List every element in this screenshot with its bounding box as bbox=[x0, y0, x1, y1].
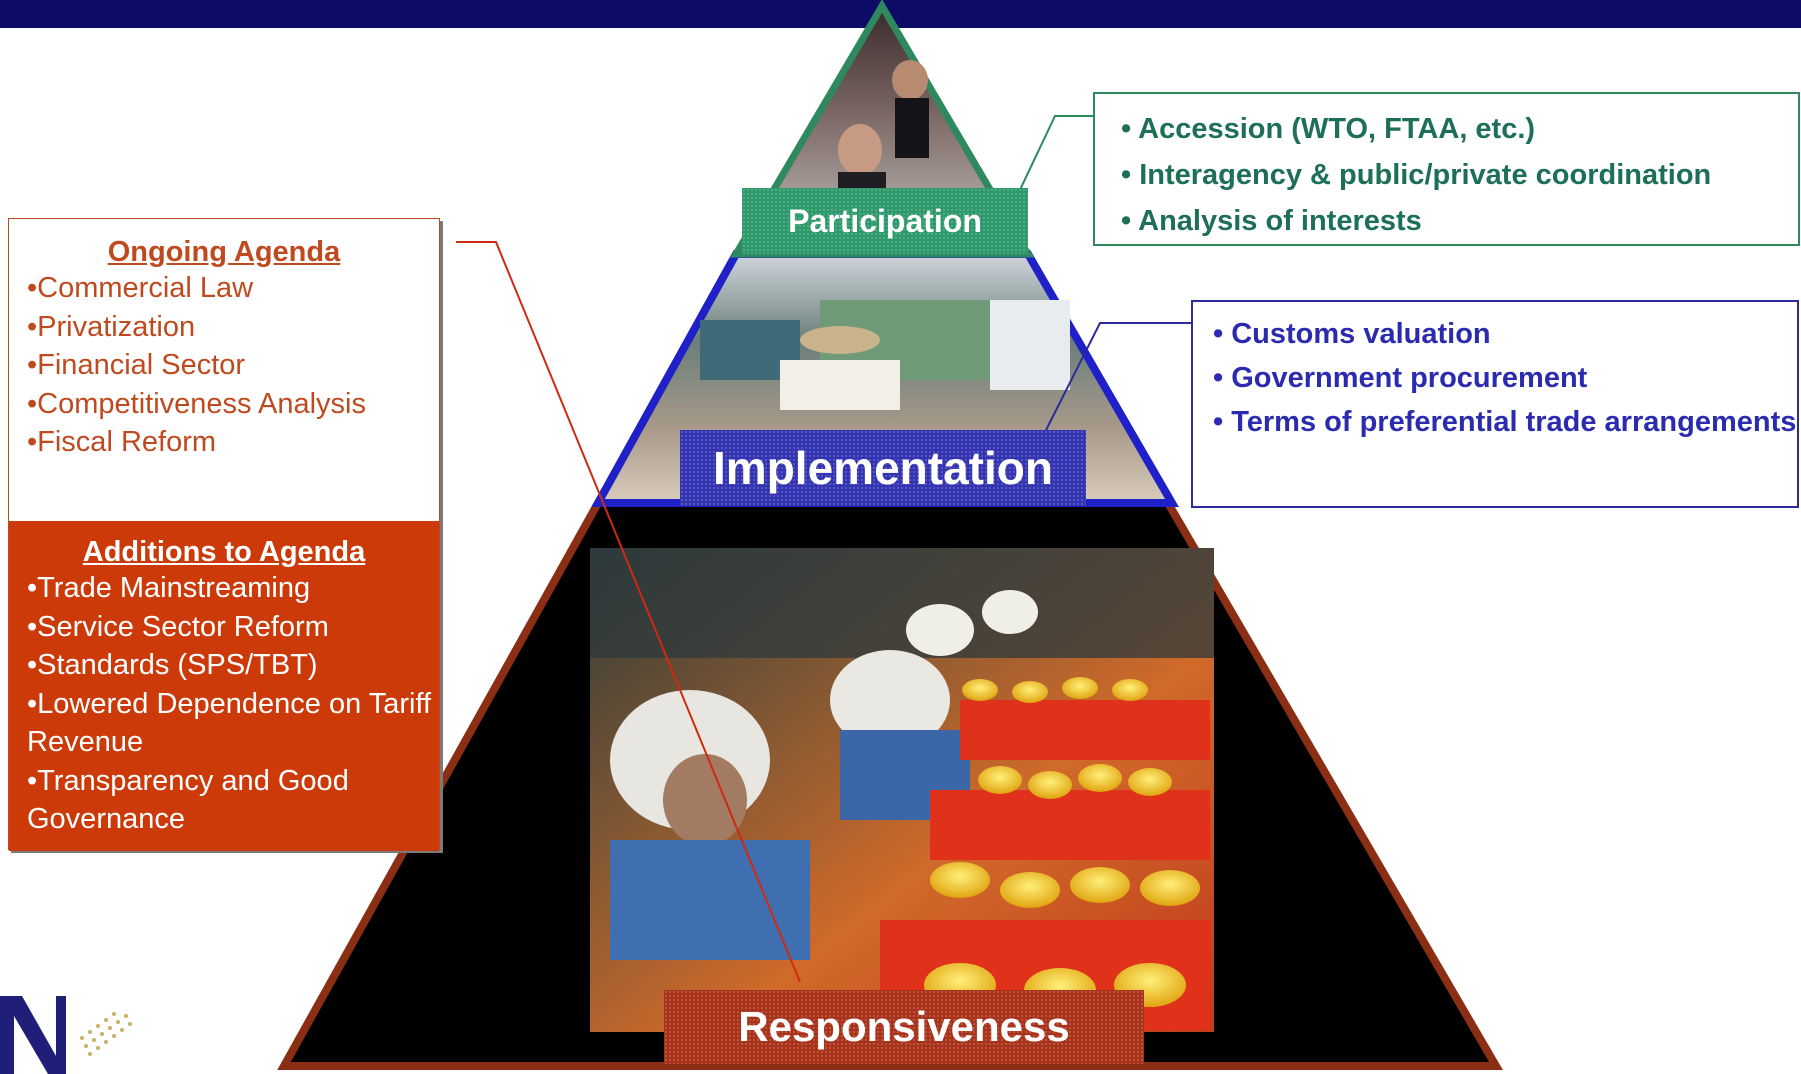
participation-item: • Accession (WTO, FTAA, etc.) bbox=[1121, 113, 1536, 145]
additions-agenda-item: •Standards (SPS/TBT) bbox=[27, 649, 318, 681]
additions-agenda-item: •Service Sector Reform bbox=[27, 610, 329, 643]
ongoing-agenda-item: •Privatization bbox=[27, 310, 196, 343]
header-bar bbox=[0, 0, 1801, 28]
ongoing-agenda-title: Ongoing Agenda bbox=[107, 236, 341, 268]
implementation-item: • Customs valuation bbox=[1213, 318, 1491, 350]
additions-agenda-title: Additions to Agenda bbox=[82, 536, 366, 568]
ongoing-agenda-item: •Financial Sector bbox=[27, 349, 246, 381]
worker-figures bbox=[610, 590, 1038, 960]
implementation-connector bbox=[1034, 322, 1191, 453]
agenda-box: Ongoing Agenda •Commercial Law •Privatiz… bbox=[8, 218, 440, 851]
truck-photo-elements bbox=[700, 300, 1070, 410]
fruit-crates bbox=[880, 677, 1210, 1030]
responsiveness-label: Responsiveness bbox=[664, 990, 1144, 1064]
participation-details-box: • Accession (WTO, FTAA, etc.) • Interage… bbox=[1093, 92, 1800, 246]
ongoing-agenda-item: •Competitiveness Analysis bbox=[27, 387, 366, 420]
additions-agenda-item: •Transparency and Good Governance bbox=[27, 764, 349, 836]
participation-item: • Interagency & public/private coordinat… bbox=[1121, 159, 1712, 191]
participation-item: • Analysis of interests bbox=[1121, 205, 1422, 237]
additions-agenda-item: •Trade Mainstreaming bbox=[27, 572, 311, 604]
organization-logo bbox=[0, 996, 132, 1074]
agenda-connector bbox=[456, 241, 801, 983]
implementation-item: • Government procurement bbox=[1213, 362, 1588, 394]
participation-label: Participation bbox=[742, 188, 1028, 254]
implementation-details-box: • Customs valuation • Government procure… bbox=[1191, 300, 1799, 508]
additions-agenda-section: Additions to Agenda •Trade Mainstreaming… bbox=[9, 521, 439, 851]
ongoing-agenda-item: •Fiscal Reform bbox=[27, 426, 217, 458]
additions-agenda-item: •Lowered Dependence on Tariff Revenue bbox=[27, 687, 432, 759]
ongoing-agenda-section: Ongoing Agenda •Commercial Law •Privatiz… bbox=[9, 219, 439, 521]
implementation-label: Implementation bbox=[680, 430, 1086, 506]
implementation-item: • Terms of preferential trade arrangemen… bbox=[1213, 406, 1797, 438]
ongoing-agenda-item: •Commercial Law bbox=[27, 272, 254, 304]
